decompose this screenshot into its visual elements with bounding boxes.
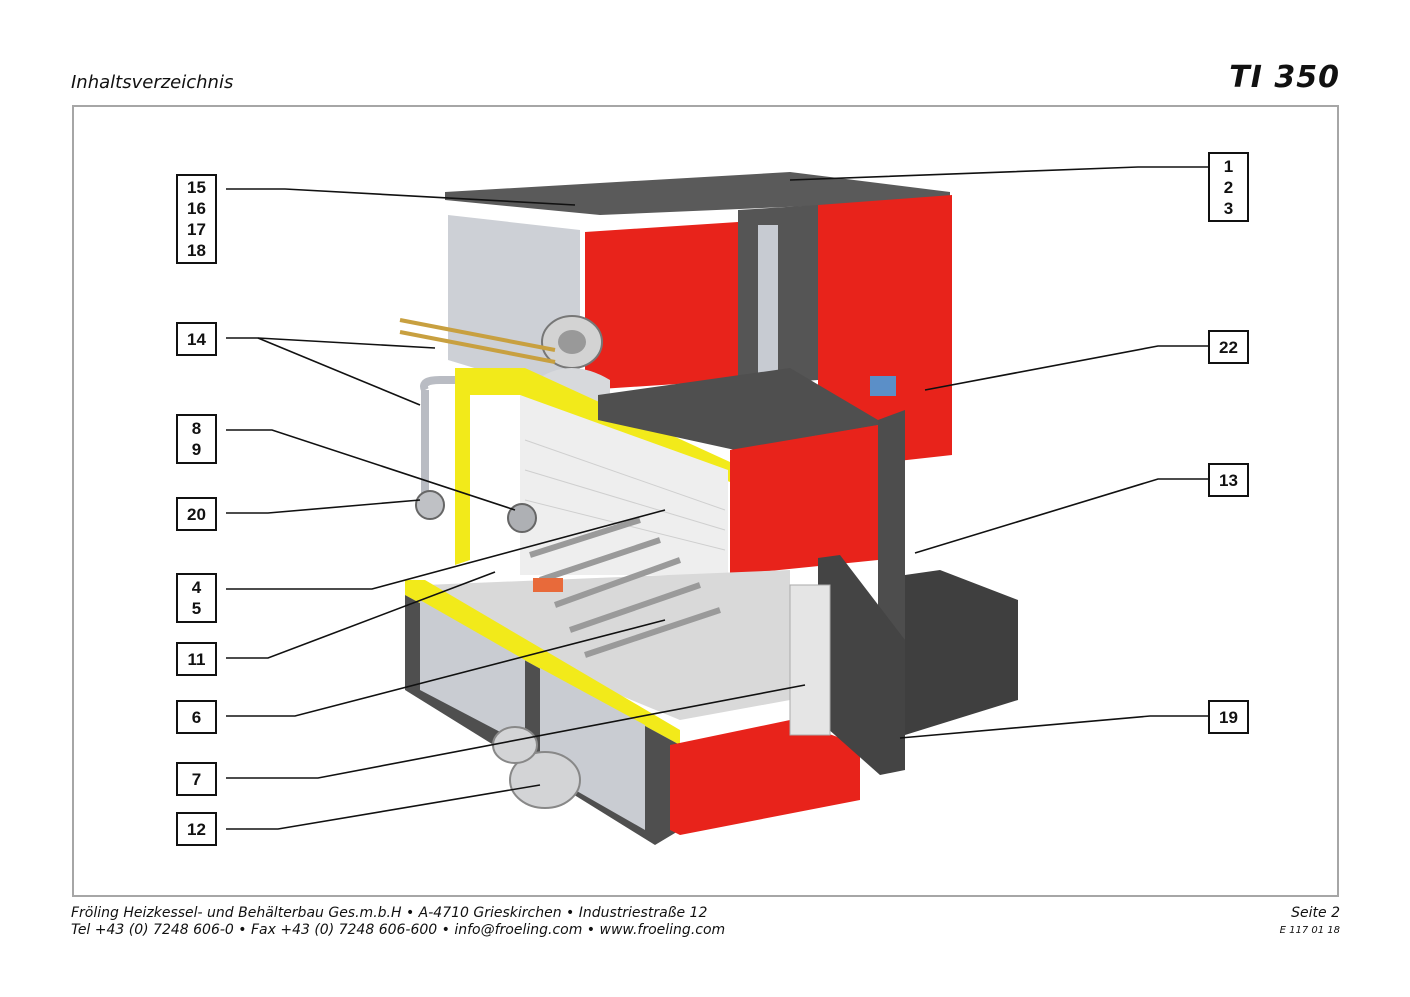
callout-label: 14 [187,329,206,349]
footer-company-address: Fröling Heizkessel- und Behälterbau Ges.… [71,905,708,921]
callout-label: 8 [191,419,202,438]
callout-label: 18 [187,241,206,260]
callout-11: 11 [176,642,217,676]
lower-red-front [670,720,860,835]
callout-14: 14 [176,322,217,356]
insulation-upper [455,368,730,565]
callout-label: 7 [191,769,202,789]
callout-label: 22 [1219,337,1238,357]
callout-label: 1 [1223,156,1234,176]
model-title: TI 350 [1229,60,1340,95]
callout-22: 22 [1208,330,1249,364]
section-title: Inhaltsverzeichnis [71,72,234,93]
middle-red-panel [730,425,878,575]
callout-label: 6 [191,707,202,727]
illustration-frame [72,105,1339,897]
callout-7: 7 [176,762,217,796]
upper-red-panel-right [818,195,952,470]
callout-label: 16 [187,199,206,218]
footer-contact: Tel +43 (0) 7248 606-0 • Fax +43 (0) 724… [71,922,726,938]
callout-15-18: 15 16 17 18 [176,174,217,264]
ash-container [905,570,1018,735]
callout-13: 13 [1208,463,1249,497]
callout-label: 3 [1223,198,1234,218]
callout-label: 4 [191,578,202,597]
door-inner-panel [789,584,831,736]
callout-label: 9 [191,440,202,459]
callout-label: 20 [187,504,206,524]
combustion-chamber [520,395,728,575]
callout-label: 12 [187,819,206,839]
callout-6: 6 [176,700,217,734]
upper-red-panel-left [585,222,738,390]
pipe [399,318,556,352]
callout-8-9: 8 9 [176,414,217,464]
callout-label: 5 [191,599,202,618]
ignition-unit [415,490,445,520]
callout-label: 13 [1219,470,1238,490]
insulation-lower [405,580,680,745]
callout-label: 19 [1219,707,1238,727]
callout-20: 20 [176,497,217,531]
callout-label: 11 [187,649,206,669]
callout-19: 19 [1208,700,1249,734]
middle-cover [598,368,878,450]
combustion-door [818,555,905,775]
page-number: Seite 2 [1291,905,1340,921]
drive-motor [509,751,581,809]
column-light-strip [758,225,778,375]
callout-4-5: 4 5 [176,573,217,623]
callout-1-3: 1 2 3 [1208,152,1249,222]
leader-lines [226,166,1208,830]
document-code: E 117 01 18 [1279,925,1340,936]
callout-label: 15 [187,178,206,197]
callout-label: 17 [187,220,206,239]
callout-label: 2 [1223,177,1234,197]
lower-grey-panel [420,600,525,745]
callout-12: 12 [176,812,217,846]
display-window [870,376,896,396]
